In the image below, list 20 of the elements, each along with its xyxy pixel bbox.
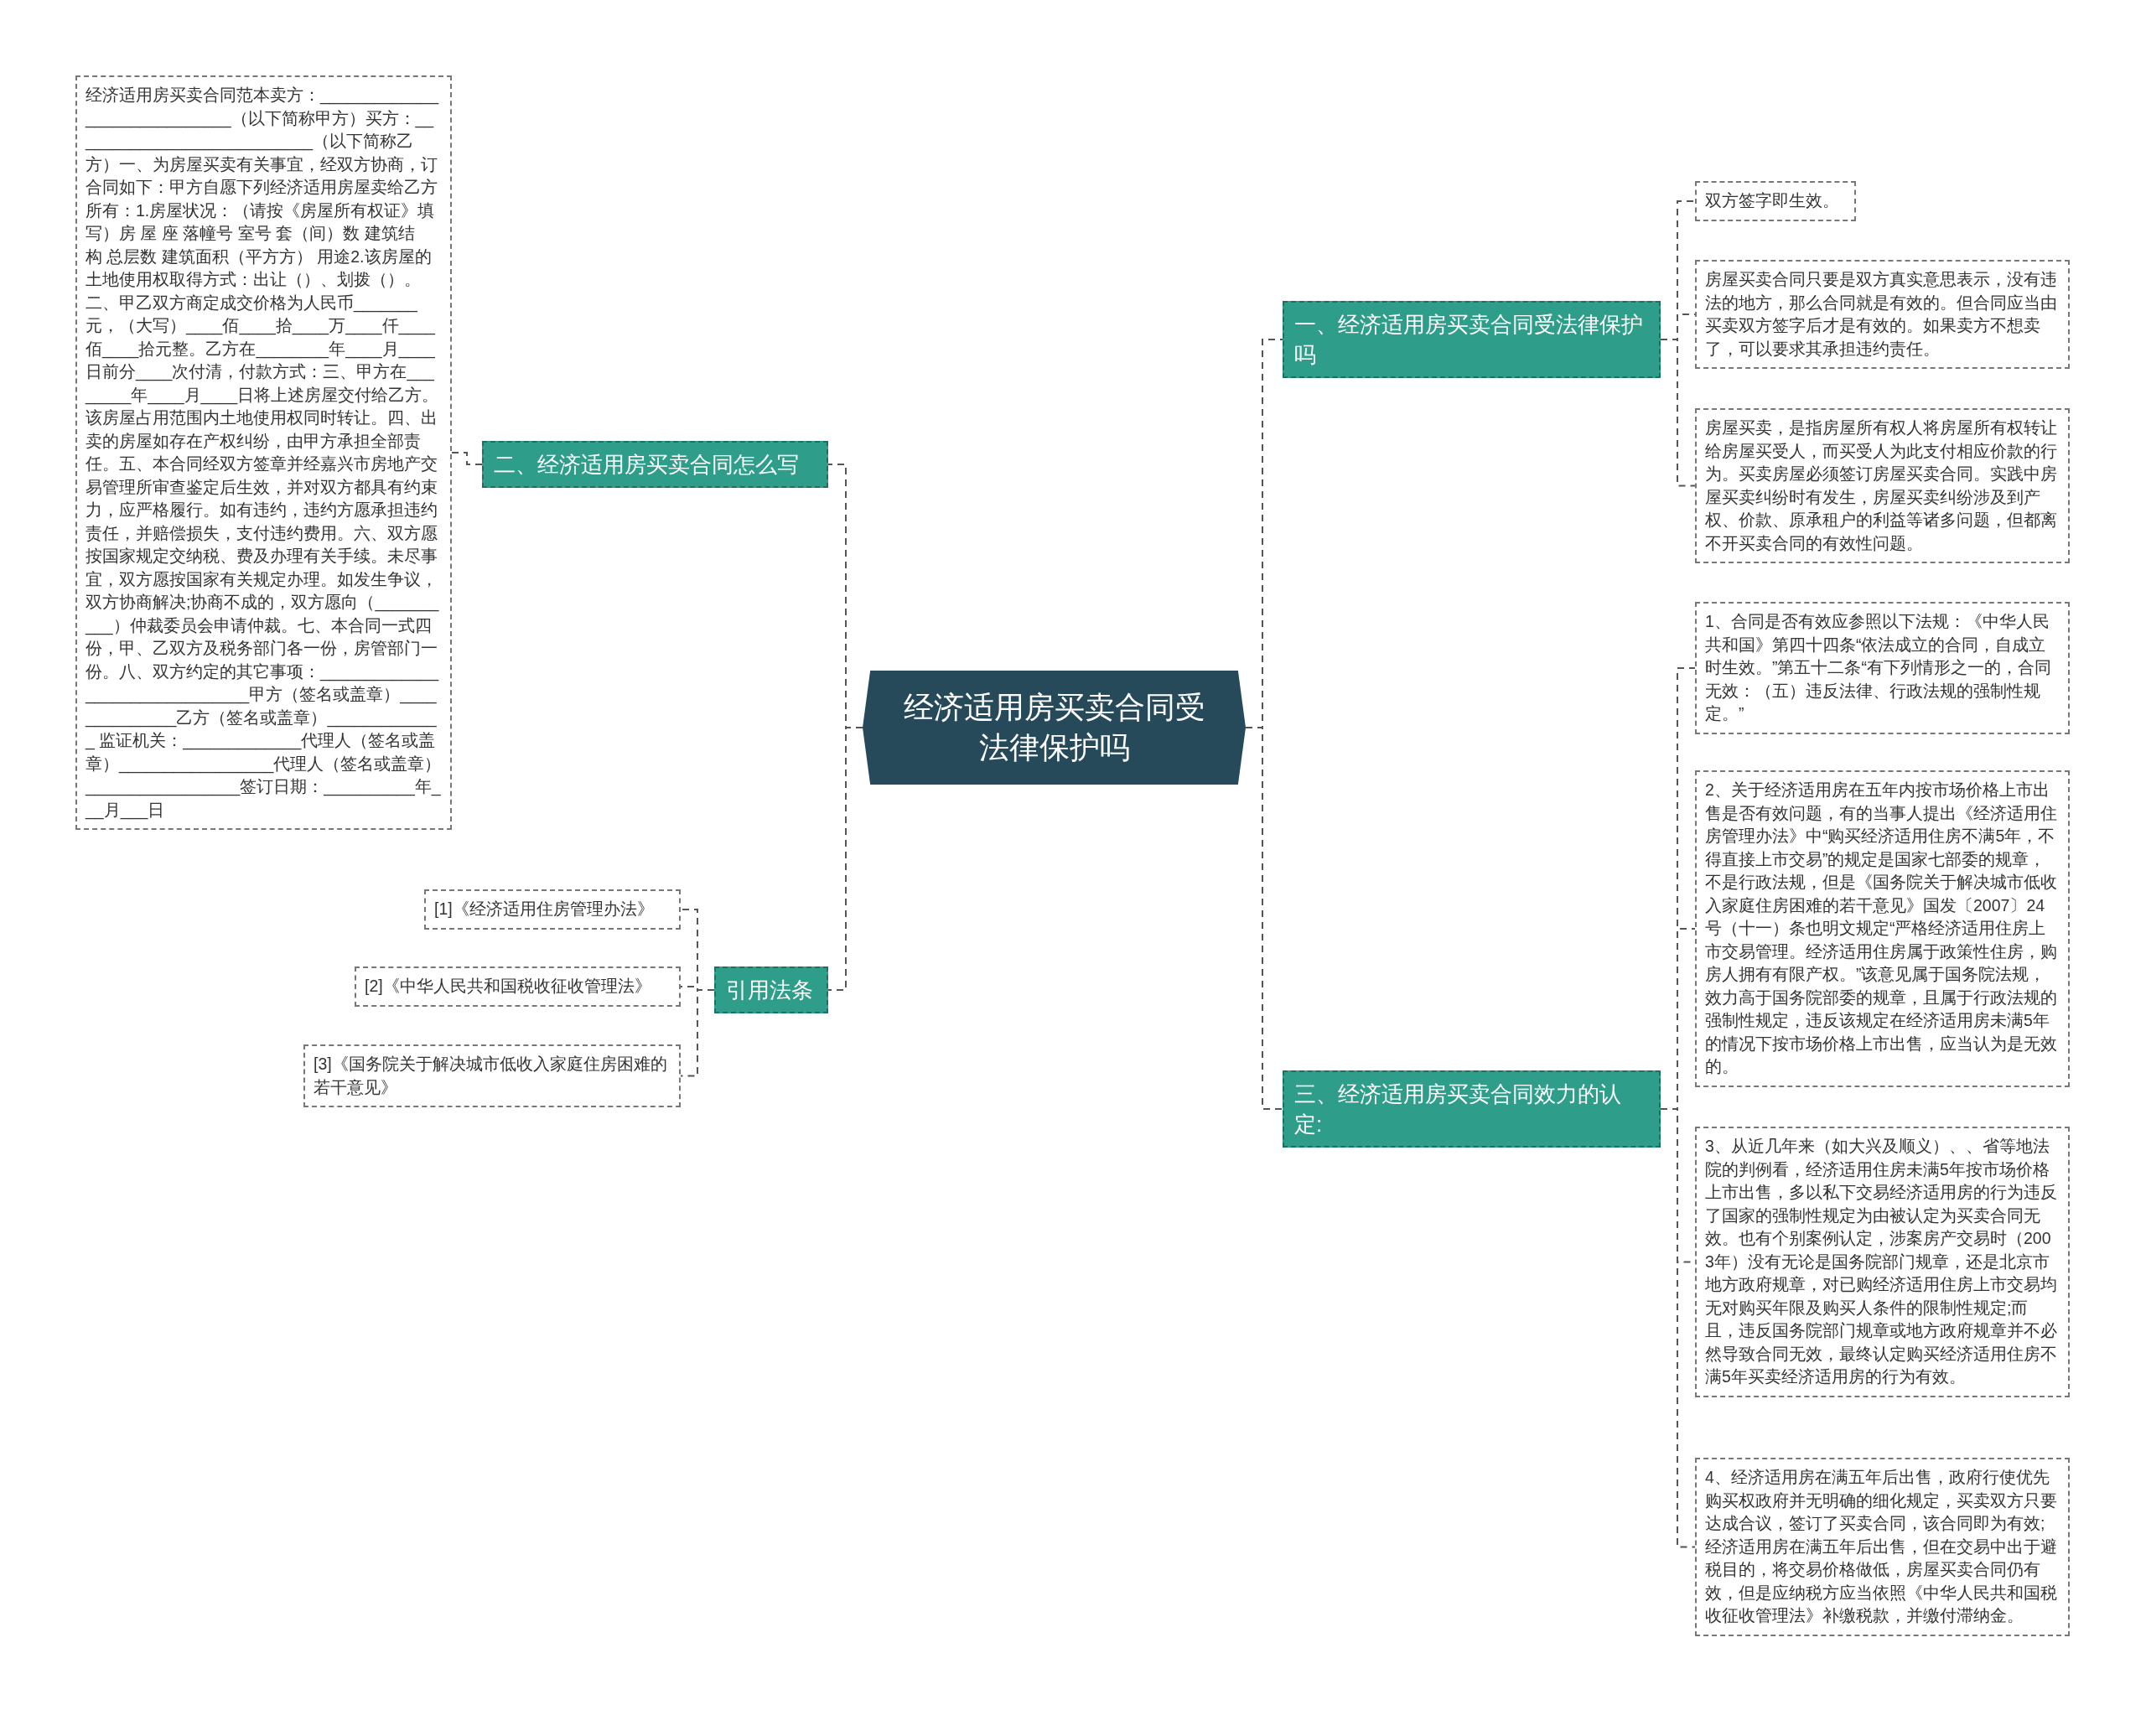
text-box: 4、经济适用房在满五年后出售，政府行使优先购买权政府并无明确的细化规定，买卖双方只要达成合议，签订了买卖合同，该合同即为有效;经济适用房在满五年后出售，但在交易中出于避税目的，将交易价格做低，房屋买卖合同仍有效，但是应纳税方应当依照《中华人民共和国税收征收管理法》补缴税款，并缴付滞纳金。 [1695,1458,2070,1636]
text-box: 双方签字即生效。 [1695,181,1856,221]
branch-topic: 二、经济适用房买卖合同怎么写 [482,441,828,488]
text-box: [3]《国务院关于解决城市低收入家庭住房困难的若干意见》 [303,1044,681,1107]
central-topic: 经济适用房买卖合同受法律保护吗 [863,671,1246,785]
text-box: 2、关于经济适用房在五年内按市场价格上市出售是否有效问题，有的当事人提出《经济适用住房管理办法》中“购买经济适用住房不满5年，不得直接上市交易”的规定是国家七部委的规章，不是行政法规，但是《国务院关于解决城市低收入家庭住房困难的若干意见》国发〔2007〕24号（十一）条也明文规定“严格经济适用住房上市交易管理。经济适用住房属于政策性住房，购房人拥有有限产权。”该意见属于国务院法规，效力高于国务院部委的规章，且属于行政法规的强制性规定，违反该规定在经济适用房未满5年的情况下按市场价格上市出售，应当认为是无效的。 [1695,770,2070,1087]
connector [827,727,863,991]
connector [451,452,483,465]
branch-topic: 三、经济适用房买卖合同效力的认定: [1283,1070,1661,1148]
text-box: 房屋买卖合同只要是双方真实意思表示，没有违法的地方，那么合同就是有效的。但合同应当由买卖双方签字后才是有效的。如果卖方不想卖了，可以要求其承担违约责任。 [1695,260,2070,369]
connector [1660,339,1696,487]
branch-topic: 一、经济适用房买卖合同受法律保护吗 [1283,301,1661,378]
text-box: 经济适用房买卖合同范本卖方：_____________________________（以下简称甲方）买方：___________________________（以下简称乙方）一、为房屋买卖有关事宜，经双方协商，订合同如下：甲方自愿下列经济适用房屋卖给乙方所有：1.房屋状况：（请按《房屋所有权证》填写）房 屋 座 落幢号 室号 套（间）数 建筑结构 总层数 建筑面积（平方方） 用途2.该房屋的土地使用权取得方式：出让（）、划拨（）。二、甲乙双方商定成交价格为人民币_______元，（大写）____佰____拾____万____仟____佰____拾元整。乙方在________年____月____日前分____次付清，付款方式：三、甲方在________年____月____日将上述房屋交付给乙方。该房屋占用范围内土地使用权同时转让。四、出卖的房屋如存在产权纠纷，由甲方承担全部责任。五、本合同经双方签章并经嘉兴市房地产交易管理所审查鉴定后生效，并对双方都具有约束力，应严格履行。如有违约，违约方愿承担违约责任，并赔偿损失，支付违约费用。六、双方愿按国家规定交纳税、费及办理有关手续。未尽事宜，双方愿按国家有关规定办理。如发生争议，双方协商解决;协商不成的，双方愿向（__________）仲裁委员会申请仲裁。七、本合同一式四份，甲、乙双方及税务部门各一份，房管部门一份。八、双方约定的其它事项：_______________________________甲方（签名或盖章）______________乙方（签名或盖章）_____________ 监证机关：_____________代理人（签名或盖章）_________________代理人（签名或盖章）_________________签订日期：__________年___月___日 [75,75,452,830]
text-box: 1、合同是否有效应参照以下法规：《中华人民共和国》第四十四条“依法成立的合同，自成立时生效。”第五十二条“有下列情形之一的，合同无效：（五）违反法律、行政法规的强制性规定。” [1695,602,2070,734]
text-box: [2]《中华人民共和国税收征收管理法》 [355,966,681,1007]
connector [680,989,715,1077]
text-box: [1]《经济适用住房管理办法》 [424,889,681,930]
text-box: 3、从近几年来（如大兴及顺义）、、省等地法院的判例看，经济适用住房未满5年按市场价格上市出售，多以私下交易经济适用房的行为违反了国家的强制性规定为由被认定为买卖合同无效。也有个别案例认定，涉案房产交易时（2003年）没有无论是国务院部门规章，还是北京市地方政府规章，对已购经济适用住房上市交易均无对购买年限及购买人条件的限制性规定;而且，违反国务院部门规章或地方政府规章并不必然导致合同无效，最终认定购买经济适用住房不满5年买卖经济适用房的行为有效。 [1695,1127,2070,1397]
text-box: 房屋买卖，是指房屋所有权人将房屋所有权转让给房屋买受人，而买受人为此支付相应价款的行为。买卖房屋必须签订房屋买卖合同。实践中房屋买卖纠纷时有发生，房屋买卖纠纷涉及到产权、价款、原承租户的利益等诸多问题，但都离不开买卖合同的有效性问题。 [1695,408,2070,563]
branch-topic: 引用法条 [714,966,828,1013]
